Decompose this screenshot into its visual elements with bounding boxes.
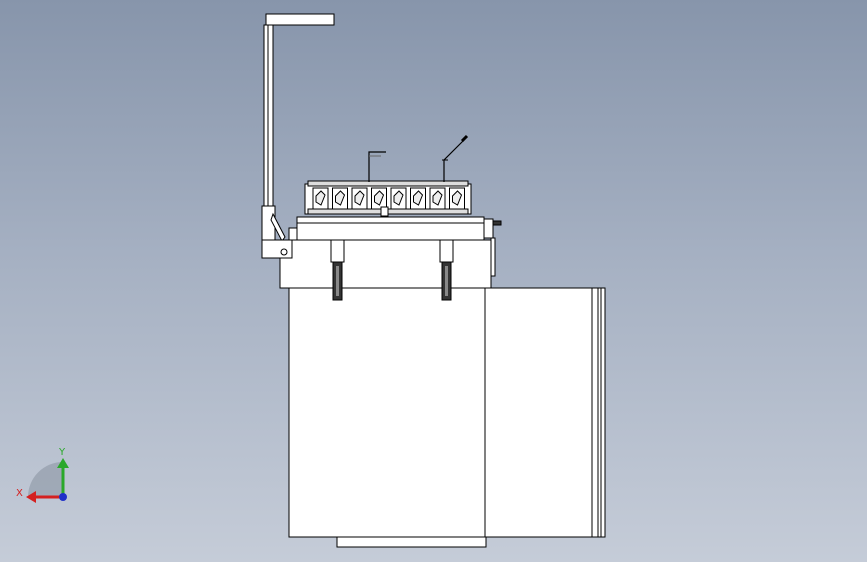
roller-blade [335,190,346,206]
mast-stand [261,13,335,259]
cabinet-body [288,287,606,548]
y-axis-arrowhead [57,458,69,468]
roller-blade [374,190,385,206]
upper-housing-block [279,239,492,289]
support-legs [330,239,454,301]
left-lever [368,151,386,182]
tray-plate [296,216,485,241]
mast-top-arm [265,13,335,26]
mast-foot [261,239,293,259]
roller-center-post [380,206,389,217]
right-side-bump [490,237,496,277]
right-lever [443,139,465,182]
x-axis-arrowhead [26,491,36,503]
left-leg-bracket [330,239,345,263]
roller-blade [315,190,326,206]
top-levers [368,134,469,182]
cabinet-front-panel [288,287,486,538]
tray-plate-right-block [483,218,494,239]
triad-plane-quadrant [28,462,63,497]
mast-pivot [280,248,288,256]
cabinet-side-panel [484,287,593,538]
right-leg-slot [445,266,448,296]
x-axis-label: X [16,488,23,499]
tray-plate-left-tab [288,227,298,241]
roller-blade [354,190,365,206]
roller-cavities [312,187,465,210]
roller-blade [432,190,443,206]
roller-top-rail [307,180,469,187]
left-leg-slot [336,266,339,296]
roller-blade [393,190,404,206]
z-axis-dot [59,493,67,501]
roller-assembly [304,180,472,217]
cabinet-door-edge [591,287,599,538]
cabinet-base-plate [336,536,487,548]
roller-blade [452,190,463,206]
roller-blade [413,190,424,206]
side-knob [492,220,502,226]
right-lever-handle [460,134,469,143]
y-axis-label: Y [58,447,66,458]
axis-triad: Y X [16,447,69,503]
right-leg-bracket [439,239,454,263]
upper-housing [279,216,502,289]
